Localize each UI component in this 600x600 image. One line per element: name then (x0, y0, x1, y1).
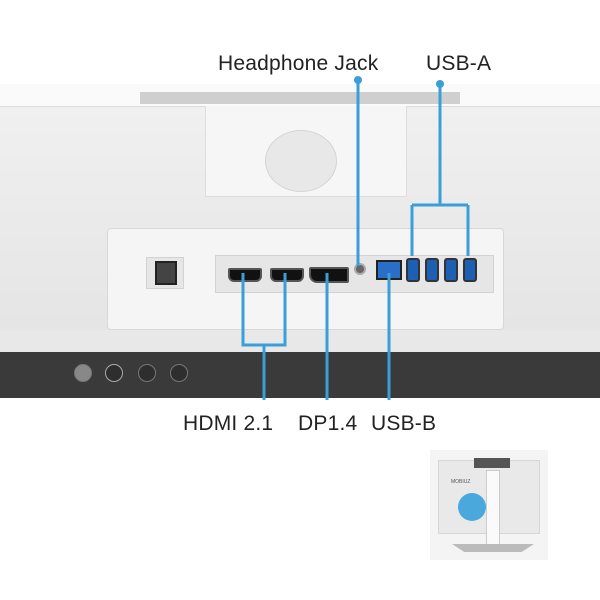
mini-monitor-base (452, 544, 534, 552)
cable-ring (265, 130, 337, 192)
lower-bezel-dark (0, 352, 600, 398)
headphone-jack-label: Headphone Jack (218, 52, 379, 75)
control-button-3 (138, 364, 156, 382)
mini-brand-logo: MOBIUZ (451, 479, 471, 485)
dc-power-port (155, 261, 177, 285)
usb-a-port-2 (425, 258, 439, 282)
hdmi-port-2 (270, 268, 304, 282)
port-location-highlight (458, 493, 486, 521)
usb-a-port-4 (463, 258, 477, 282)
control-button-1 (74, 364, 92, 382)
hdmi-label: HDMI 2.1 (183, 412, 274, 435)
displayport-port (309, 267, 349, 283)
mini-monitor-vent (474, 458, 510, 468)
headphone-callout-dot (354, 76, 362, 84)
usb-a-callout-line (410, 84, 470, 256)
usb-a-label: USB-A (426, 52, 492, 75)
hdmi-callout-line (241, 273, 287, 400)
dp-label: DP1.4 (298, 412, 358, 435)
mini-monitor-stand (486, 470, 500, 552)
usb-a-port-3 (444, 258, 458, 282)
usb-b-label: USB-B (371, 412, 437, 435)
hdmi-port-1 (228, 268, 262, 282)
vent-recess (140, 92, 460, 104)
usb-a-callout-dot (436, 80, 444, 88)
lower-bezel-light (0, 330, 600, 352)
control-button-4 (170, 364, 188, 382)
usb-a-port-1 (406, 258, 420, 282)
joystick-button (105, 364, 123, 382)
